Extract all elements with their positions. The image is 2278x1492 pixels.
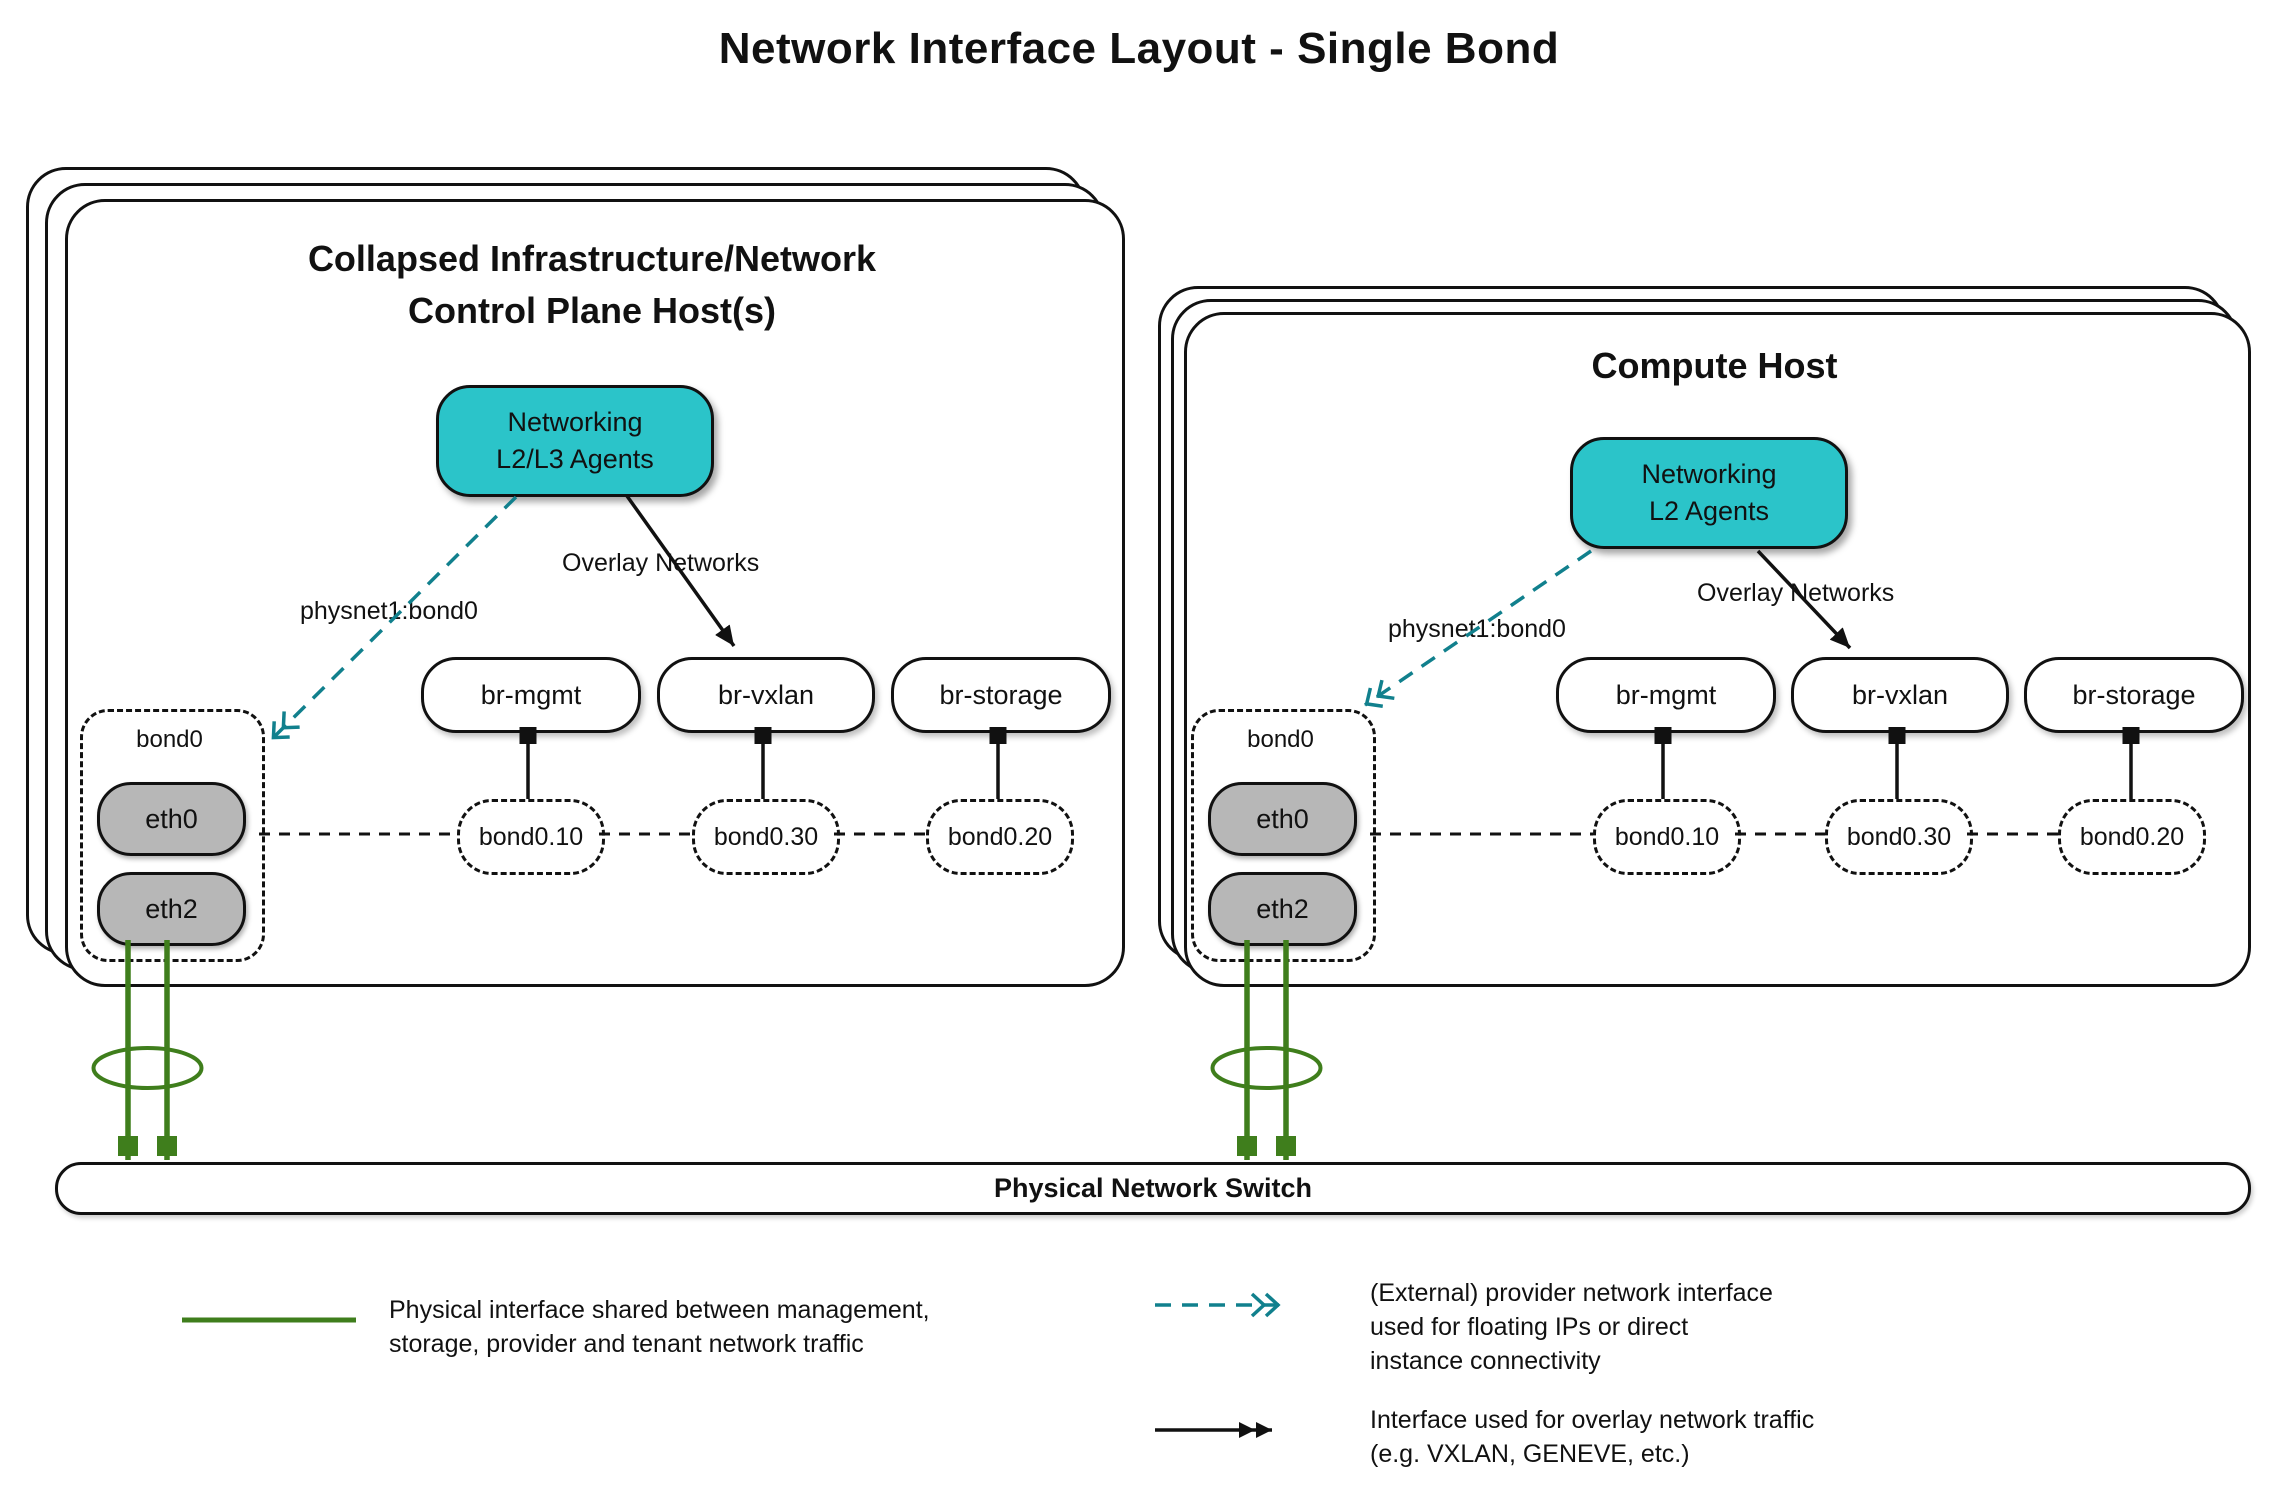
control-vlan-bond0-20: bond0.20 xyxy=(926,799,1074,875)
control-bond0-label: bond0 xyxy=(136,726,203,753)
physical-network-switch: Physical Network Switch xyxy=(55,1162,2251,1215)
control-overlay-arrow-label: Overlay Networks xyxy=(562,549,760,577)
legend-physical-interface-text: Physical interface shared between manage… xyxy=(389,1293,930,1361)
compute-vlan-bond0-10: bond0.10 xyxy=(1593,799,1741,875)
legend-provider-line1: (External) provider network interface xyxy=(1370,1279,1773,1307)
compute-nic-eth2: eth2 xyxy=(1208,872,1357,946)
control-agent-label-line1: Networking xyxy=(507,407,643,437)
control-bridge-br-vxlan: br-vxlan xyxy=(657,657,875,733)
compute-switch-port-icon-2 xyxy=(1276,1136,1296,1156)
compute-bridge-br-mgmt: br-mgmt xyxy=(1556,657,1776,733)
control-host-title-line2: Control Plane Host(s) xyxy=(407,290,776,331)
control-bond0-group xyxy=(80,709,265,962)
compute-switch-port-icon-1 xyxy=(1237,1136,1257,1156)
control-nic-eth2: eth2 xyxy=(97,872,246,946)
legend-overlay-interface-text: Interface used for overlay network traff… xyxy=(1370,1403,1814,1471)
compute-bond-ellipse-icon xyxy=(1210,1046,1323,1090)
compute-bond0-label: bond0 xyxy=(1247,726,1314,753)
compute-agent-label-line1: Networking xyxy=(1641,459,1777,489)
compute-physnet-arrow-label: physnet1:bond0 xyxy=(1388,615,1566,643)
compute-networking-agents-node: Networking L2 Agents xyxy=(1570,437,1848,549)
compute-bridge-br-storage: br-storage xyxy=(2024,657,2244,733)
control-host-title: Collapsed Infrastructure/Network Control… xyxy=(65,233,1119,337)
compute-vlan-bond0-20: bond0.20 xyxy=(2058,799,2206,875)
control-nic-eth0: eth0 xyxy=(97,782,246,856)
control-host-title-line1: Collapsed Infrastructure/Network xyxy=(307,238,877,279)
compute-bridge-br-vxlan: br-vxlan xyxy=(1791,657,2009,733)
control-switch-port-icon-2 xyxy=(157,1136,177,1156)
compute-vlan-bond0-30: bond0.30 xyxy=(1825,799,1973,875)
control-physnet-arrow-label: physnet1:bond0 xyxy=(300,597,478,625)
control-networking-agents-node: Networking L2/L3 Agents xyxy=(436,385,714,497)
compute-nic-eth0: eth0 xyxy=(1208,782,1357,856)
control-bridge-br-mgmt: br-mgmt xyxy=(421,657,641,733)
compute-agent-label-line2: L2 Agents xyxy=(1648,496,1770,526)
legend-provider-line3: instance connectivity xyxy=(1370,1347,1601,1375)
control-bond-ellipse-icon xyxy=(91,1046,204,1090)
control-agent-label-line2: L2/L3 Agents xyxy=(496,444,654,474)
control-vlan-bond0-10: bond0.10 xyxy=(457,799,605,875)
compute-host-box xyxy=(1184,312,2251,987)
legend-overlay-line1: Interface used for overlay network traff… xyxy=(1370,1406,1815,1434)
diagram-title: Network Interface Layout - Single Bond xyxy=(718,24,1560,73)
compute-overlay-arrow-label: Overlay Networks xyxy=(1697,579,1895,607)
legend-physical-line1: Physical interface shared between manage… xyxy=(389,1296,930,1324)
legend-provider-line2: used for floating IPs or direct xyxy=(1370,1313,1689,1341)
compute-host-title: Compute Host xyxy=(1591,345,1838,386)
control-switch-port-icon-1 xyxy=(118,1136,138,1156)
control-bridge-br-storage: br-storage xyxy=(891,657,1111,733)
legend-physical-line2: storage, provider and tenant network tra… xyxy=(389,1330,864,1358)
legend-overlay-line2: (e.g. VXLAN, GENEVE, etc.) xyxy=(1370,1440,1690,1468)
control-vlan-bond0-30: bond0.30 xyxy=(692,799,840,875)
legend-provider-interface-text: (External) provider network interface us… xyxy=(1370,1276,1773,1378)
